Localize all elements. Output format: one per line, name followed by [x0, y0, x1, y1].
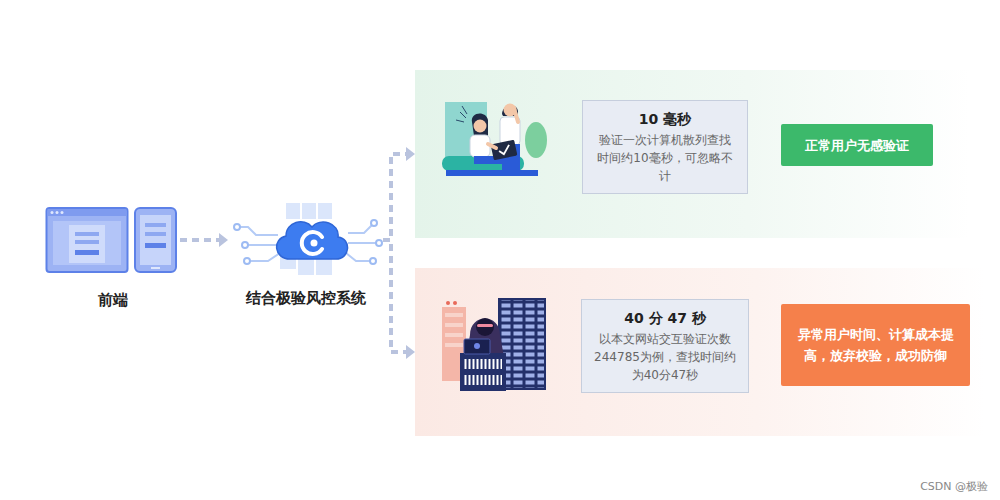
- cloud-icon: [228, 195, 383, 285]
- attacker-illustration: [440, 295, 550, 395]
- risk-control-system: 结合极验风控系统: [228, 195, 383, 315]
- timing-title: 10 毫秒: [639, 109, 691, 129]
- arrow-head: [406, 345, 415, 359]
- flow-arrow: [383, 240, 415, 359]
- button-text: 异常用户时间、计算成本提高，放弃校验，成功防御: [795, 324, 956, 366]
- watermark: CSDN @极验: [920, 479, 988, 494]
- flow-arrow: [180, 233, 228, 247]
- frontend-devices: 前端: [45, 205, 180, 317]
- normal-user-panel: 10 毫秒验证一次计算机散列查找时间约10毫秒，可忽略不计 正常用户无感验证: [415, 70, 970, 238]
- flow-arrow: [383, 147, 415, 240]
- node-label: 前端: [45, 291, 180, 310]
- node-label: 结合极验风控系统: [228, 289, 383, 308]
- arrow-head: [406, 147, 415, 161]
- timing-title: 40 分 47 秒: [624, 308, 706, 328]
- result-button: 正常用户无感验证: [781, 124, 933, 166]
- abnormal-user-panel: 40 分 47 秒以本文网站交互验证次数244785为例，查找时间约为40分47…: [415, 268, 985, 436]
- timing-box: 10 毫秒验证一次计算机散列查找时间约10毫秒，可忽略不计: [582, 100, 748, 194]
- normal-user-illustration: [440, 92, 550, 192]
- button-text: 正常用户无感验证: [805, 135, 909, 156]
- arrow-line: [383, 154, 406, 240]
- arrow-line: [180, 238, 219, 242]
- arrow-line: [383, 240, 406, 352]
- timing-note: 验证一次计算机散列查找时间约10毫秒，可忽略不计: [595, 131, 735, 185]
- timing-note: 以本文网站交互验证次数244785为例，查找时间约为40分47秒: [594, 330, 736, 384]
- timing-box: 40 分 47 秒以本文网站交互验证次数244785为例，查找时间约为40分47…: [581, 299, 749, 393]
- arrow-head: [219, 233, 228, 247]
- device-icons: [45, 205, 180, 277]
- result-button: 异常用户时间、计算成本提高，放弃校验，成功防御: [781, 304, 970, 386]
